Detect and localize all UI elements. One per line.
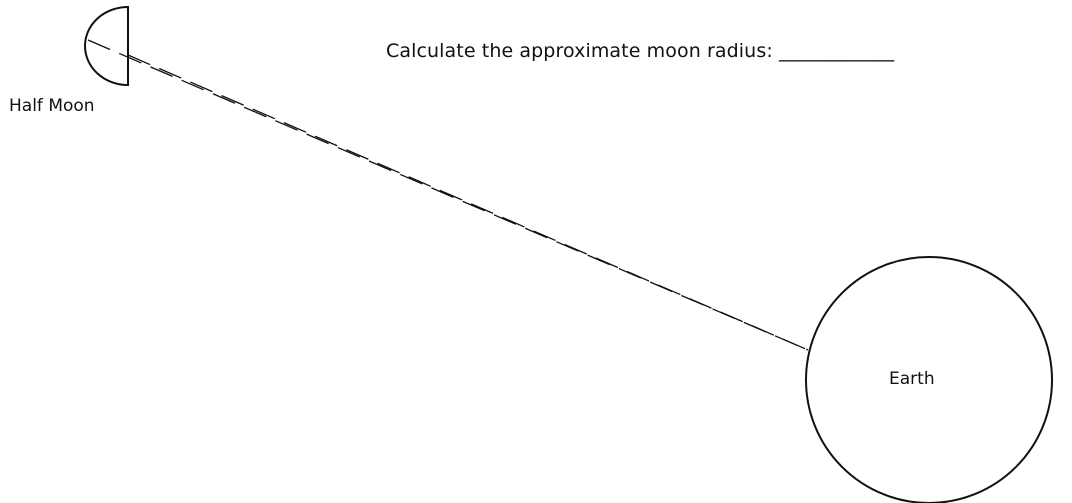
sight-line-lower (127, 54, 809, 351)
earth-label: Earth (889, 369, 935, 389)
half-moon-label: Half Moon (9, 96, 95, 116)
question-text: Calculate the approximate moon radius: _… (386, 40, 895, 62)
half-moon-shape (84, 5, 129, 87)
earth-circle (805, 256, 1053, 503)
sight-line-upper (87, 39, 809, 351)
